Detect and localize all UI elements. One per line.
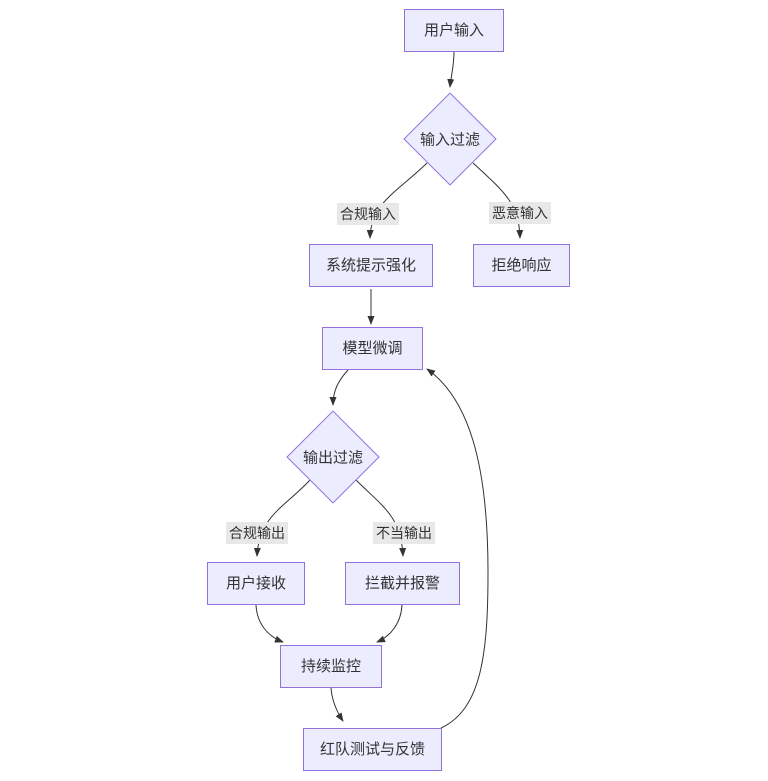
node-continuous-monitoring: 持续监控	[280, 645, 382, 688]
node-intercept-alert: 拦截并报警	[345, 562, 460, 605]
node-output-filter-label: 输出过滤	[302, 449, 364, 467]
node-system-prompt-hardening: 系统提示强化	[309, 244, 433, 287]
edge-input-filter-to-reject-response	[472, 162, 524, 239]
edge-model-finetune-to-output-filter	[329, 369, 349, 406]
edge-continuous-monitoring-to-red-team	[330, 687, 344, 722]
edge-label-compliant-output: 合规输出	[226, 522, 288, 544]
node-user-input: 用户输入	[404, 9, 504, 52]
edge-label-improper-output: 不当输出	[373, 522, 435, 544]
edge-user-input-to-input-filter	[447, 51, 455, 88]
edge-red-team-to-model-finetune-loop	[426, 368, 489, 729]
node-model-finetune: 模型微调	[322, 327, 423, 370]
edge-user-receive-to-continuous-monitoring	[255, 604, 284, 643]
edge-label-compliant-input: 合规输入	[337, 203, 399, 225]
edge-output-filter-to-user-receive	[253, 479, 311, 557]
node-red-team-feedback: 红队测试与反馈	[303, 728, 442, 771]
node-input-filter-label: 输入过滤	[419, 131, 481, 149]
edge-output-filter-to-intercept-alert	[355, 479, 407, 557]
edge-input-filter-to-system-prompt-hardening	[366, 162, 428, 239]
edge-label-malicious-input: 恶意输入	[489, 202, 551, 224]
node-user-receive: 用户接收	[207, 562, 305, 605]
node-reject-response: 拒绝响应	[473, 244, 570, 287]
edge-intercept-alert-to-continuous-monitoring	[376, 604, 403, 643]
